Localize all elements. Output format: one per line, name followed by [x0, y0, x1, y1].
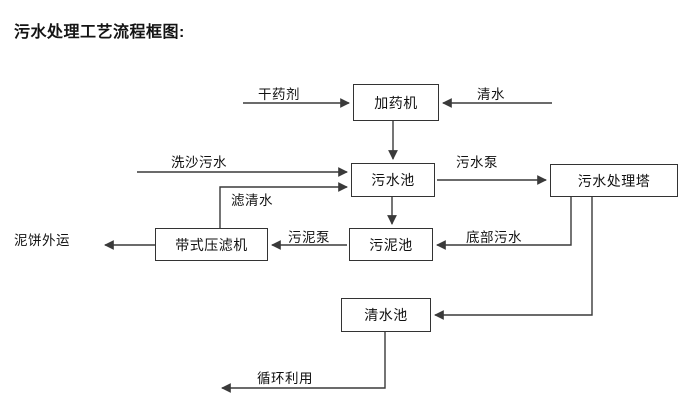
node-treatment-tower-label: 污水处理塔: [577, 172, 651, 189]
node-clean-pool[interactable]: 清水池: [341, 298, 431, 332]
edge-clean-pool-to-recycle: [221, 332, 386, 393]
node-sewage-pool-label: 污水池: [371, 172, 415, 188]
edge-label-bottom-sewage: 底部污水: [466, 230, 522, 245]
node-sludge-pool-label: 污泥池: [369, 236, 413, 253]
edge-label-filtrate-water: 滤清水: [231, 193, 273, 208]
node-treatment-tower[interactable]: 污水处理塔: [550, 164, 678, 197]
edge-label-sewage-pump: 污水泵: [456, 155, 498, 170]
terminal-label-cake-transport: 泥饼外运: [14, 233, 70, 248]
node-dosing-machine-label: 加药机: [374, 94, 418, 111]
page-title: 污水处理工艺流程框图:: [14, 24, 185, 41]
node-sewage-pool[interactable]: 污水池: [351, 163, 435, 197]
edge-tower-to-sludge-pool: [436, 197, 572, 250]
node-belt-press-label: 带式压滤机: [175, 236, 248, 253]
edge-filtrate-to-sewage-pool: [219, 182, 348, 228]
edge-label-clean-water-in: 清水: [477, 87, 505, 102]
edge-label-sand-wash-water: 洗沙污水: [171, 155, 227, 170]
edge-label-dry-agent: 干药剂: [258, 87, 300, 102]
node-belt-press[interactable]: 带式压滤机: [155, 228, 268, 261]
edge-tower-to-clean-pool: [434, 197, 593, 320]
node-sludge-pool[interactable]: 污泥池: [349, 228, 433, 261]
edge-label-sludge-pump: 污泥泵: [288, 230, 330, 245]
node-dosing-machine[interactable]: 加药机: [353, 84, 439, 121]
node-clean-pool-label: 清水池: [364, 307, 408, 323]
edge-label-recycle-use: 循环利用: [257, 371, 313, 386]
